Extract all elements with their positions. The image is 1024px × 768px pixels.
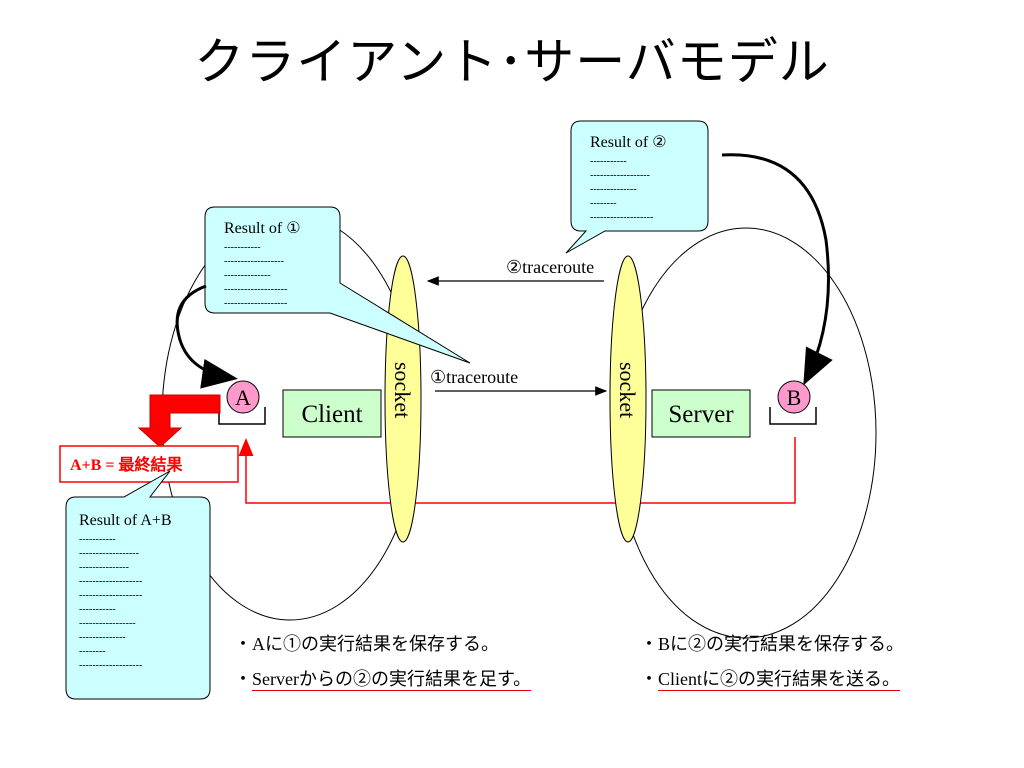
- callout-line: -----------------: [79, 618, 136, 629]
- callout-result1: [204, 206, 471, 364]
- callout-result2: [565, 120, 709, 254]
- b-circle: [777, 380, 811, 414]
- callout-line: -------------------: [224, 284, 287, 295]
- callout-result1-heading: Result of ①: [224, 220, 301, 237]
- callout-result1-lines: ----------- ------------------ ---------…: [224, 242, 287, 309]
- a-circle: [226, 380, 260, 414]
- a-label: A: [235, 385, 251, 410]
- note-bullet: ・: [234, 669, 252, 689]
- callout-line: -----------: [79, 534, 116, 545]
- callout-line: -------------------: [224, 298, 287, 309]
- page-title: クライアント･サーバモデル: [194, 33, 830, 91]
- socket-left-label: socket: [390, 362, 415, 418]
- client-box: [282, 389, 382, 438]
- callout-line: --------------: [590, 184, 637, 195]
- callout-line: --------: [79, 646, 106, 657]
- socket-right-ellipse: [609, 255, 647, 543]
- traceroute1-label: ①traceroute: [430, 367, 518, 387]
- note-right-line2: ・Clientに②の実行結果を送る。: [640, 665, 900, 691]
- callout-line: ------------------: [79, 548, 139, 559]
- note-left-line2-text: Serverからの②の実行結果を足す。: [252, 669, 532, 689]
- callout-line: -----------: [224, 242, 261, 253]
- callout-line: -------------------: [590, 212, 653, 223]
- return-red-line: [238, 437, 796, 504]
- note-bullet: ・: [640, 669, 658, 689]
- note-left-line1: ・Aに①の実行結果を保存する。: [234, 634, 499, 654]
- callout-line: -----------: [590, 156, 627, 167]
- callout-line: -------------------: [79, 660, 142, 671]
- b-bracket: [769, 407, 817, 425]
- server-label: Server: [668, 401, 734, 428]
- a-bracket: [218, 407, 266, 425]
- callout-result2-heading: Result of ②: [590, 134, 667, 151]
- b-label: B: [787, 385, 802, 410]
- callout-line: -----------: [79, 604, 116, 615]
- socket-right-label: socket: [615, 362, 640, 418]
- final-result-label: A+B = 最終結果: [70, 455, 182, 474]
- callout-resultab: [65, 470, 211, 700]
- callout-line: -------------------: [79, 590, 142, 601]
- callout-line: --------------: [79, 632, 126, 643]
- note-right-line2-text: Clientに②の実行結果を送る。: [658, 669, 900, 689]
- callout-line: ---------------: [79, 562, 129, 573]
- note-right-line1: ・Bに②の実行結果を保存する。: [640, 634, 905, 654]
- callout-line: ------------------: [590, 170, 650, 181]
- red-bent-arrow: [137, 394, 221, 448]
- callout-line: -------------------: [79, 576, 142, 587]
- callout-result2-lines: ----------- ------------------ ---------…: [590, 156, 653, 223]
- traceroute2-label: ②traceroute: [506, 257, 594, 277]
- final-result-box: [59, 445, 239, 483]
- callout-resultab-lines: ----------- ------------------ ---------…: [79, 534, 142, 671]
- callout-line: --------------: [224, 270, 271, 281]
- note-left-line2: ・Serverからの②の実行結果を足す。: [234, 665, 531, 691]
- callout-line: ------------------: [224, 256, 284, 267]
- curve-to-b: [721, 153, 833, 386]
- callout-resultab-heading: Result of A+B: [79, 512, 172, 529]
- callout-line: --------: [590, 198, 617, 209]
- curve-to-a: [175, 284, 238, 389]
- client-label: Client: [301, 401, 362, 428]
- server-box: [651, 389, 751, 438]
